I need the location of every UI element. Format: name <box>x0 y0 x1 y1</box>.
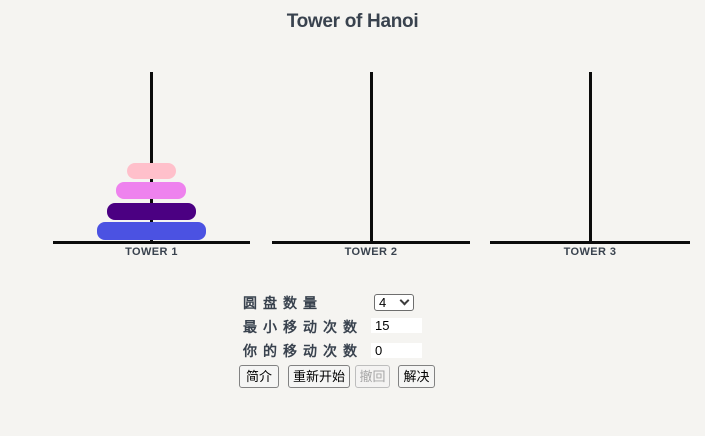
disk-count-selected-value: 4 <box>379 295 387 310</box>
your-moves-field[interactable] <box>371 343 422 358</box>
intro-button[interactable]: 简介 <box>239 365 279 388</box>
tower-1-pole <box>150 72 153 242</box>
min-moves-field[interactable] <box>371 318 422 333</box>
tower-3-label: TOWER 3 <box>563 246 617 258</box>
undo-button[interactable]: 撤回 <box>355 365 390 388</box>
page-title: Tower of Hanoi <box>286 11 419 32</box>
tower-2-base <box>272 241 470 244</box>
tower-2-label: TOWER 2 <box>344 246 398 258</box>
tower-2-pole <box>370 72 373 242</box>
disk-1-smallest[interactable] <box>127 163 176 179</box>
restart-button[interactable]: 重新开始 <box>288 365 350 388</box>
disk-count-label: 圆盘数量 <box>243 295 323 311</box>
disk-count-select[interactable]: 4 <box>374 294 414 311</box>
tower-3-pole <box>589 72 592 242</box>
tower-1-label: TOWER 1 <box>125 246 178 258</box>
solve-button[interactable]: 解决 <box>398 365 435 388</box>
disk-2[interactable] <box>116 182 186 199</box>
disk-3[interactable] <box>107 203 196 220</box>
disk-4-largest[interactable] <box>97 222 206 240</box>
tower-1-base <box>53 241 250 244</box>
chevron-down-icon <box>399 295 410 306</box>
your-moves-label: 你的移动次数 <box>243 343 363 359</box>
min-moves-label: 最小移动次数 <box>243 319 363 335</box>
tower-3-base <box>490 241 690 244</box>
